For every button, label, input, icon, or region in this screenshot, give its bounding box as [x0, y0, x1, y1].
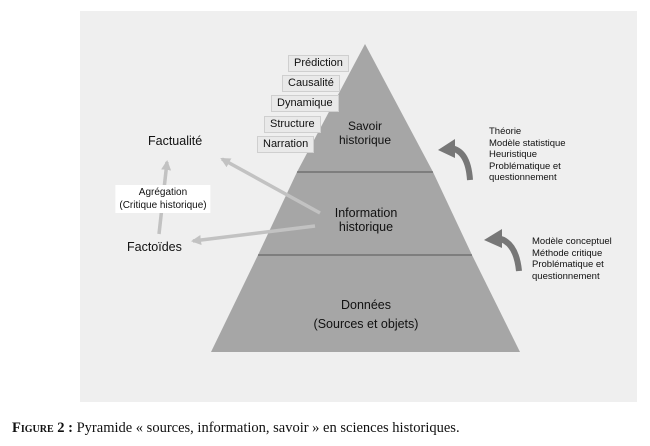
- arrow-to-factoides: [191, 224, 316, 245]
- upper-item: Heuristique: [489, 149, 538, 160]
- step-causalite: Causalité: [282, 75, 340, 92]
- level-donnees-label: Données (Sources et objets): [314, 296, 419, 334]
- caption-label: Figure 2 :: [12, 420, 73, 436]
- pyramid-middle-level: [258, 172, 472, 255]
- upper-item: Modèle statistique: [489, 137, 566, 149]
- caption-text: Pyramide « sources, information, savoir …: [72, 420, 460, 436]
- step-narration: Narration: [257, 136, 315, 153]
- pyramid-bottom-level: [211, 255, 520, 352]
- step-dynamique: Dynamique: [271, 95, 339, 112]
- information-line1: Information: [334, 206, 398, 220]
- pyramid-top-level: [297, 44, 433, 172]
- savoir-line1: Savoir: [347, 119, 382, 133]
- arrow-to-factualite: [220, 157, 321, 215]
- lower-item: Problématique et: [532, 259, 604, 270]
- lower-item: questionnement: [532, 270, 600, 282]
- lower-item: Méthode critique: [532, 247, 603, 259]
- factualite-label: Factualité: [148, 134, 203, 148]
- information-line2: historique: [338, 220, 394, 234]
- level-information-label: Information historique: [335, 206, 398, 234]
- upper-item: Problématique et: [489, 160, 561, 172]
- level-savoir-label: Savoir historique: [339, 119, 391, 147]
- right-upper-list: Théorie Modèle statistique Heuristique P…: [489, 126, 566, 184]
- donnees-line2: (Sources et objets): [313, 317, 419, 331]
- donnees-line1: Données: [340, 298, 392, 312]
- upper-item: Théorie: [489, 126, 522, 137]
- curved-arrow-upper: [438, 139, 473, 181]
- step-prediction: Prédiction: [288, 55, 349, 72]
- factoides-label: Factoïdes: [127, 240, 182, 254]
- figure-caption: Figure 2 : Pyramide « sources, informati…: [12, 420, 460, 437]
- curved-arrow-lower: [484, 229, 522, 272]
- aggregation-line1: Agrégation: [138, 187, 188, 198]
- aggregation-box: Agrégation (Critique historique): [115, 185, 211, 213]
- aggregation-line2: (Critique historique): [119, 200, 207, 211]
- step-structure: Structure: [264, 116, 321, 133]
- savoir-line2: historique: [338, 133, 392, 147]
- right-lower-list: Modèle conceptuel Méthode critique Probl…: [532, 236, 612, 282]
- lower-item: Modèle conceptuel: [532, 236, 612, 247]
- upper-item: questionnement: [489, 172, 557, 183]
